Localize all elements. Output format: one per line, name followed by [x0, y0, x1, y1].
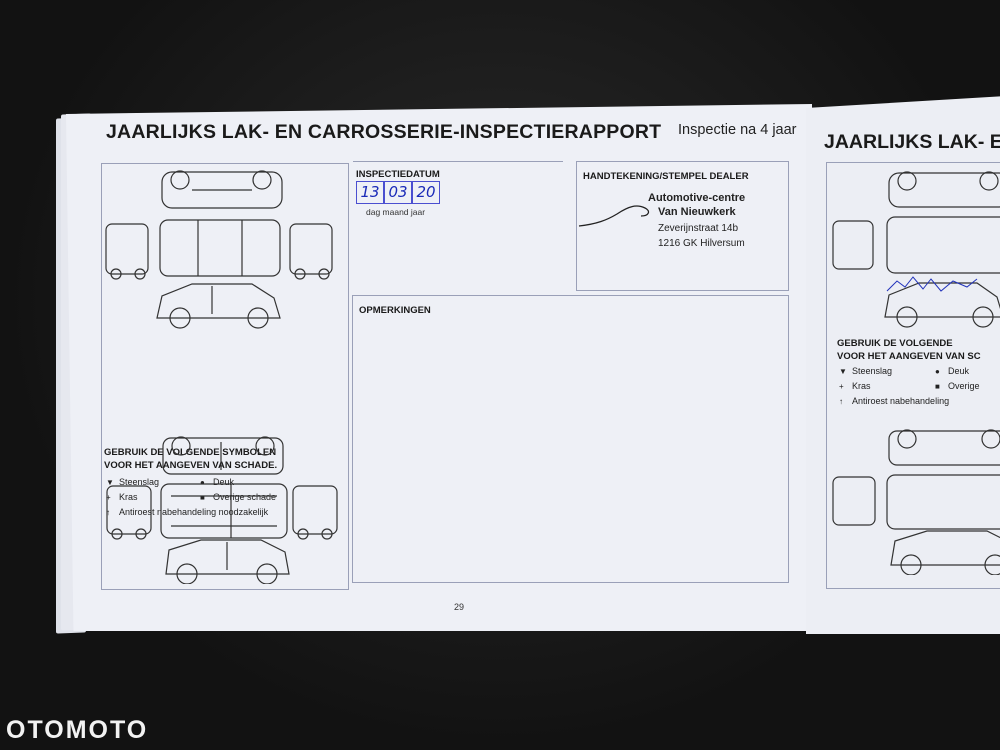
remarks-section: OPMERKINGEN: [352, 295, 789, 583]
symbol-legend-item: ● Deuk: [200, 477, 234, 487]
inspection-date-label: INSPECTIEDATUM: [356, 169, 440, 180]
symbol-label: Steenslag: [852, 366, 893, 376]
pickup-diagram-icon: [832, 429, 1000, 575]
symbol-label: Deuk: [213, 477, 235, 487]
rust-treatment-icon: ↑: [106, 508, 110, 517]
symbol-legend-item: ■ Overige schade: [200, 492, 276, 502]
symbol-label: Antiroest nabehandeling: [852, 396, 950, 406]
inspection-date-field: 13 03 20: [356, 181, 440, 204]
watermark-logo: OTOMOTO: [6, 716, 149, 744]
symbol-label: Deuk: [948, 366, 970, 376]
symbol-legend-item: + Kras: [106, 492, 138, 502]
damage-diagram-panel: GEBRUIK DE VOLGENDE VOOR HET AANGEVEN VA…: [826, 162, 1000, 589]
date-format-hint: dag maand jaar: [366, 207, 426, 217]
suv-diagram-icon: [832, 171, 1000, 328]
symbol-legend-item: ▼ Steenslag: [106, 477, 159, 487]
symbol-legend-item: ▼ Steenslag: [839, 366, 892, 376]
date-month: 03: [384, 181, 412, 204]
date-day: 13: [356, 181, 384, 204]
scratch-icon: +: [839, 382, 844, 391]
symbol-label: Overige: [948, 381, 980, 391]
dealer-name: Van Nieuwkerk: [658, 206, 736, 218]
symbol-label: Kras: [852, 381, 871, 391]
dealer-city: 1216 GK Hilversum: [658, 238, 745, 249]
stone-chip-icon: ▼: [106, 478, 114, 487]
symbols-heading: GEBRUIK DE VOLGENDE SYMBOLEN VOOR HET AA…: [104, 446, 277, 472]
pickup-diagram-icon: [106, 436, 338, 584]
symbols-heading: GEBRUIK DE VOLGENDE VOOR HET AANGEVEN VA…: [837, 337, 981, 363]
dent-icon: ●: [935, 367, 940, 376]
symbols-heading-line: VOOR HET AANGEVEN VAN SC: [837, 351, 981, 362]
dent-icon: ●: [200, 478, 205, 487]
inspection-date-section: INSPECTIEDATUM 13 03 20 dag maand jaar: [353, 161, 563, 292]
symbol-label: Kras: [119, 492, 138, 502]
remarks-label: OPMERKINGEN: [359, 305, 431, 316]
symbol-legend-item: ↑ Antiroest nabehandeling: [839, 396, 949, 406]
page-subtitle: Inspectie na 4 jaar: [678, 122, 797, 138]
symbol-legend-item: ■ Overige: [935, 381, 980, 391]
symbols-heading-line: VOOR HET AANGEVEN VAN SCHADE.: [104, 460, 278, 471]
other-damage-icon: ■: [935, 382, 940, 391]
signature-icon: [578, 205, 650, 227]
scratch-icon: +: [106, 493, 111, 502]
dealer-stamp-section: HANDTEKENING/STEMPEL DEALER Automotive-c…: [576, 161, 789, 291]
dealer-street: Zeverijnstraat 14b: [658, 223, 739, 234]
symbol-label: Antiroest nabehandeling noodzakelijk: [119, 507, 269, 517]
booklet-right-page: JAARLIJKS LAK- E GEBRUIK DE VOLGENDE VOO…: [806, 96, 1000, 634]
page-title: JAARLIJKS LAK- E: [824, 131, 1000, 153]
symbol-legend-item: ● Deuk: [935, 366, 969, 376]
other-damage-icon: ■: [200, 493, 205, 502]
symbols-heading-line: GEBRUIK DE VOLGENDE SYMBOLEN: [104, 447, 277, 458]
suv-diagram-icon: [105, 170, 333, 329]
damage-diagram-panel: GEBRUIK DE VOLGENDE SYMBOLEN VOOR HET AA…: [101, 163, 349, 590]
dealer-stamp-label: HANDTEKENING/STEMPEL DEALER: [583, 171, 749, 182]
dealer-name: Automotive-centre: [648, 192, 746, 204]
booklet-left-page: JAARLIJKS LAK- EN CARROSSERIE-INSPECTIER…: [66, 104, 812, 631]
page-title: JAARLIJKS LAK- EN CARROSSERIE-INSPECTIER…: [106, 121, 662, 143]
symbol-legend-item: + Kras: [839, 381, 871, 391]
symbol-legend-item: ↑ Antiroest nabehandeling noodzakelijk: [106, 507, 268, 517]
symbols-heading-line: GEBRUIK DE VOLGENDE: [837, 338, 953, 349]
symbol-label: Overige schade: [213, 492, 277, 502]
symbol-label: Steenslag: [119, 477, 160, 487]
date-year: 20: [412, 181, 440, 204]
rust-treatment-icon: ↑: [839, 397, 843, 406]
page-number: 29: [454, 602, 465, 612]
stone-chip-icon: ▼: [839, 367, 847, 376]
